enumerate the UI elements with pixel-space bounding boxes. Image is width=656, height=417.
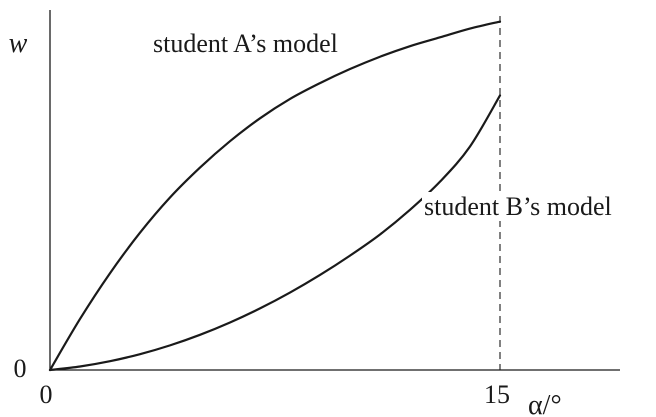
y-axis-label: w [9,28,28,59]
series-student-a-label: student A’s model [153,29,338,58]
axes [49,10,620,371]
labels-group: 0 15 0 w α/° student A’s model student B’s mod… [9,28,614,417]
x-tick-label-0: 0 [40,380,53,409]
series-student-b-label: student B’s model [424,192,612,221]
x-axis-label: α/° [528,390,562,417]
series-student-b-label-backing [422,192,614,221]
series-student-b-curve [48,94,502,372]
series-student-a-curve [48,20,502,372]
y-tick-label-0: 0 [14,354,27,383]
x-tick-label-15: 15 [484,380,510,409]
